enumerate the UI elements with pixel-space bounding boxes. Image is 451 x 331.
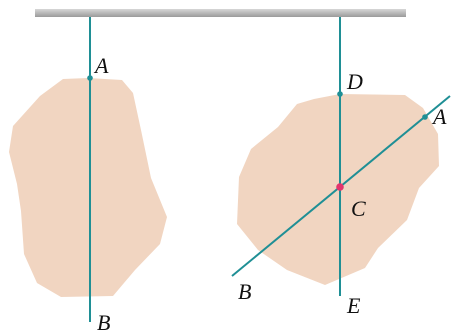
right-point-a <box>422 114 428 120</box>
label-right-e: E <box>346 293 361 318</box>
center-of-gravity-point-c <box>336 183 344 191</box>
left-point-a <box>87 75 93 81</box>
label-right-b: B <box>238 279 251 304</box>
label-left-b: B <box>97 310 110 331</box>
label-left-a: A <box>93 53 109 78</box>
ceiling-bar <box>35 9 406 17</box>
label-right-c: C <box>351 196 366 221</box>
right-point-d <box>337 91 343 97</box>
label-right-a: A <box>431 104 447 129</box>
left-lamina <box>9 78 167 297</box>
label-right-d: D <box>346 69 363 94</box>
